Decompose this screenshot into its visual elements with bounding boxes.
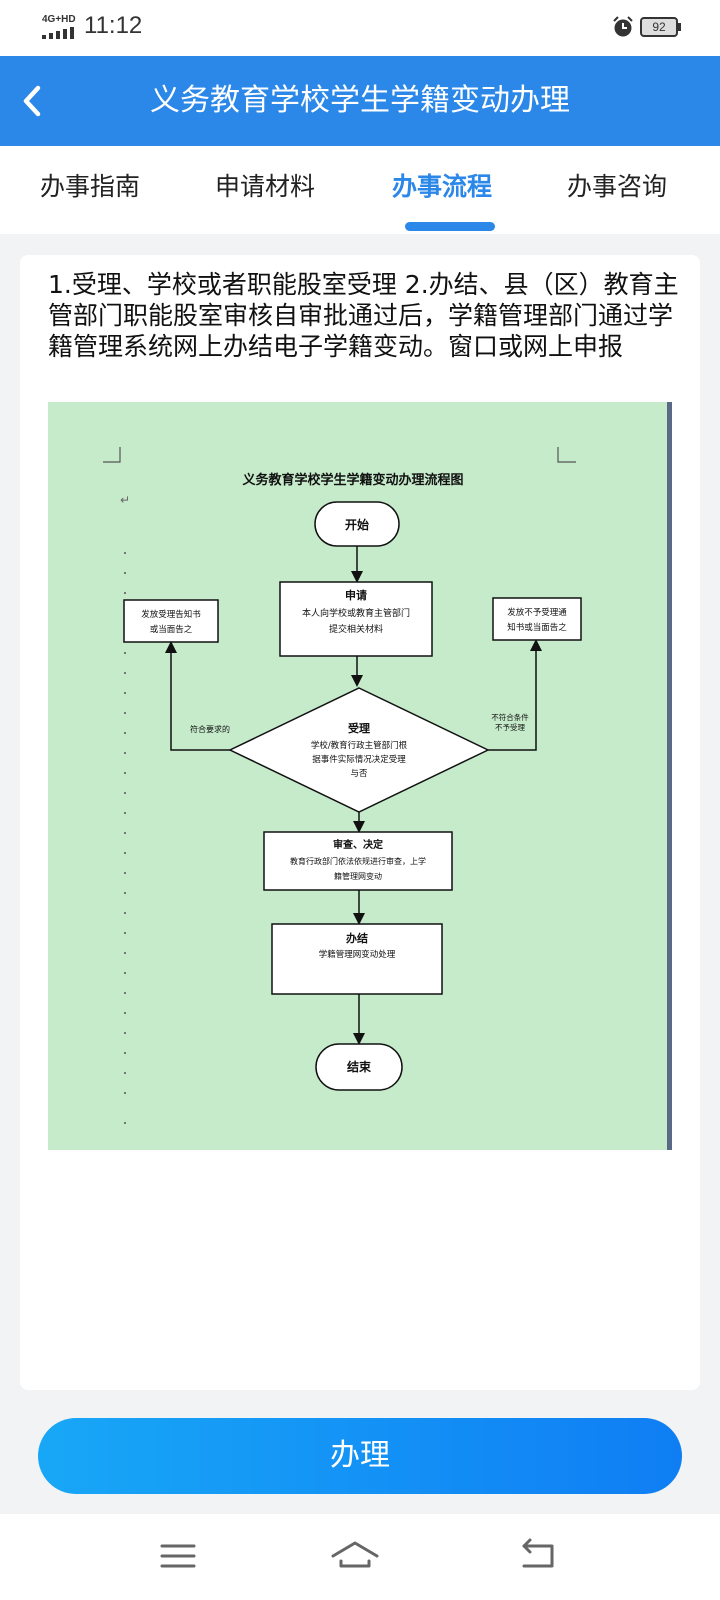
review-body-line1: 教育行政部门依法依规进行审查，上学 [290,856,426,866]
active-tab-indicator [405,222,495,231]
accept-body-line3: 与否 [350,769,368,779]
apply-title: 申请 [345,588,367,602]
finish-body: 学籍管理网变动处理 [319,949,396,960]
review-title: 审查、决定 [333,838,383,851]
tab-process[interactable]: 办事流程 [391,172,492,201]
tab-guide[interactable]: 办事指南 [39,172,140,201]
menu-button[interactable] [156,1534,200,1578]
finish-title: 办结 [346,931,368,945]
signal-bars-icon [42,27,74,39]
signal-indicator: 4G+HD [42,14,78,40]
tab-consult[interactable]: 办事咨询 [566,172,667,201]
reject-line1: 发放不予受理通 [507,607,567,618]
battery-icon [640,17,681,37]
clock: 11:12 [84,12,143,39]
svg-text:↵: ↵ [120,493,130,507]
review-body-line2: 籍管理网变动 [334,871,382,881]
app-header: 义务教育学校学生学籍变动办理 [0,56,720,146]
accept-body-line2: 据事件实际情况决定受理 [312,754,406,765]
flowchart-title: 义务教育学校学生学籍变动办理流程图 [242,472,463,488]
notice-line2: 或当面告之 [150,624,193,635]
back-nav-button[interactable] [516,1534,560,1578]
page-title: 义务教育学校学生学籍变动办理 [150,83,570,118]
battery-indicator: 92 [640,17,682,37]
end-node [315,1043,403,1091]
tab-materials[interactable]: 申请材料 [214,172,315,201]
content-card: 1.受理、学校或者职能股室受理 2.办结、县（区）教育主管部门职能股室审核自审批… [20,255,700,1390]
right-edge-line1: 不符合条件 [491,712,529,722]
end-label: 结束 [347,1059,372,1074]
back-nav-icon [522,1538,554,1568]
network-type: 4G+HD [42,14,76,25]
accept-title: 受理 [348,721,370,735]
system-nav-bar [0,1514,720,1600]
back-button[interactable] [10,78,56,124]
notice-box [123,599,219,643]
apply-node [279,581,433,657]
flowchart-image: ↵ 义务教育学校学生学籍变动办理流程图 [48,402,672,1150]
chevron-left-icon [23,85,41,117]
right-edge-line2: 不予受理 [495,722,525,732]
apply-body-line2: 提交相关材料 [329,623,383,635]
tab-bar: 办事指南 申请材料 办事流程 办事咨询 [0,146,720,234]
reject-line2: 知书或当面告之 [507,622,567,633]
apply-button[interactable]: 办理 [38,1418,682,1494]
status-bar: 4G+HD 11:12 92 [0,0,720,56]
finish-node [271,923,443,995]
process-description[interactable]: 1.受理、学校或者职能股室受理 2.办结、县（区）教育主管部门职能股室审核自审批… [48,270,679,361]
menu-icon [160,1544,196,1568]
start-label: 开始 [345,517,369,532]
battery-level: 92 [652,20,666,34]
alarm-icon [613,16,633,37]
flowchart-diagram: ↵ 义务教育学校学生学籍变动办理流程图 [103,447,582,1124]
home-button[interactable] [330,1534,379,1578]
apply-body-line1: 本人向学校或教育主管部门 [302,607,410,619]
accept-body-line1: 学校/教育行政主管部门根 [311,740,408,751]
reject-box [492,597,582,641]
home-icon [331,1541,379,1568]
review-node [263,831,453,891]
notice-line1: 发放受理告知书 [141,609,201,620]
margin-marks [124,552,126,1124]
left-edge-label: 符合要求的 [190,724,230,734]
